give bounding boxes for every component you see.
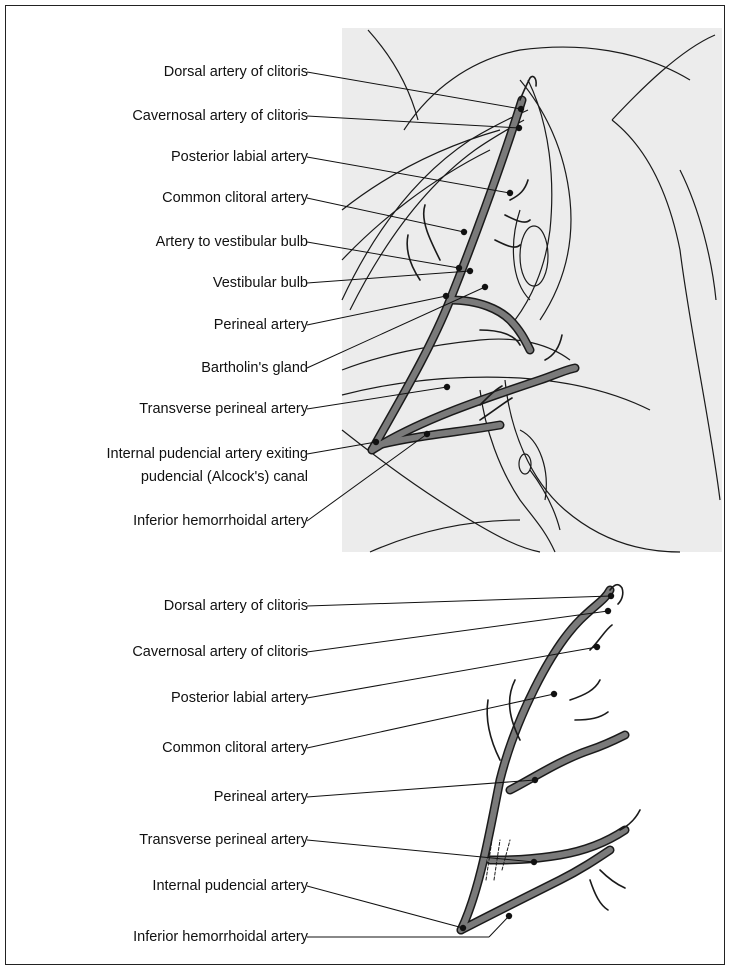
label-posterior-labial-artery: Posterior labial artery [171, 148, 308, 166]
label-lower-dorsal-artery-of-clitoris: Dorsal artery of clitoris [164, 597, 308, 615]
label-dorsal-artery-of-clitoris: Dorsal artery of clitoris [164, 63, 308, 81]
label-lower-posterior-labial-artery: Posterior labial artery [171, 689, 308, 707]
label-common-clitoral-artery: Common clitoral artery [162, 189, 308, 207]
lower-arteries [461, 585, 640, 930]
label-vestibular-bulb: Vestibular bulb [213, 274, 308, 292]
label-lower-perineal-artery: Perineal artery [214, 788, 308, 806]
label-internal-pudencial-artery-exiting: Internal pudencial artery exiting [106, 445, 308, 463]
label-perineal-artery: Perineal artery [214, 316, 308, 334]
label-lower-cavernosal-artery-of-clitoris: Cavernosal artery of clitoris [132, 643, 308, 661]
label-transverse-perineal-artery: Transverse perineal artery [139, 400, 308, 418]
label-bartholins-gland: Bartholin's gland [201, 359, 308, 377]
label-inferior-hemorrhoidal-artery: Inferior hemorrhoidal artery [133, 512, 308, 530]
label-lower-internal-pudencial-artery: Internal pudencial artery [152, 877, 308, 895]
label-lower-inferior-hemorrhoidal-artery: Inferior hemorrhoidal artery [133, 928, 308, 946]
label-pudencial-alcocks-canal: pudencial (Alcock's) canal [141, 468, 308, 486]
label-lower-transverse-perineal-artery: Transverse perineal artery [139, 831, 308, 849]
label-cavernosal-artery-of-clitoris: Cavernosal artery of clitoris [132, 107, 308, 125]
label-lower-common-clitoral-artery: Common clitoral artery [162, 739, 308, 757]
label-artery-to-vestibular-bulb: Artery to vestibular bulb [156, 233, 308, 251]
lower-leader-lines [307, 596, 611, 937]
